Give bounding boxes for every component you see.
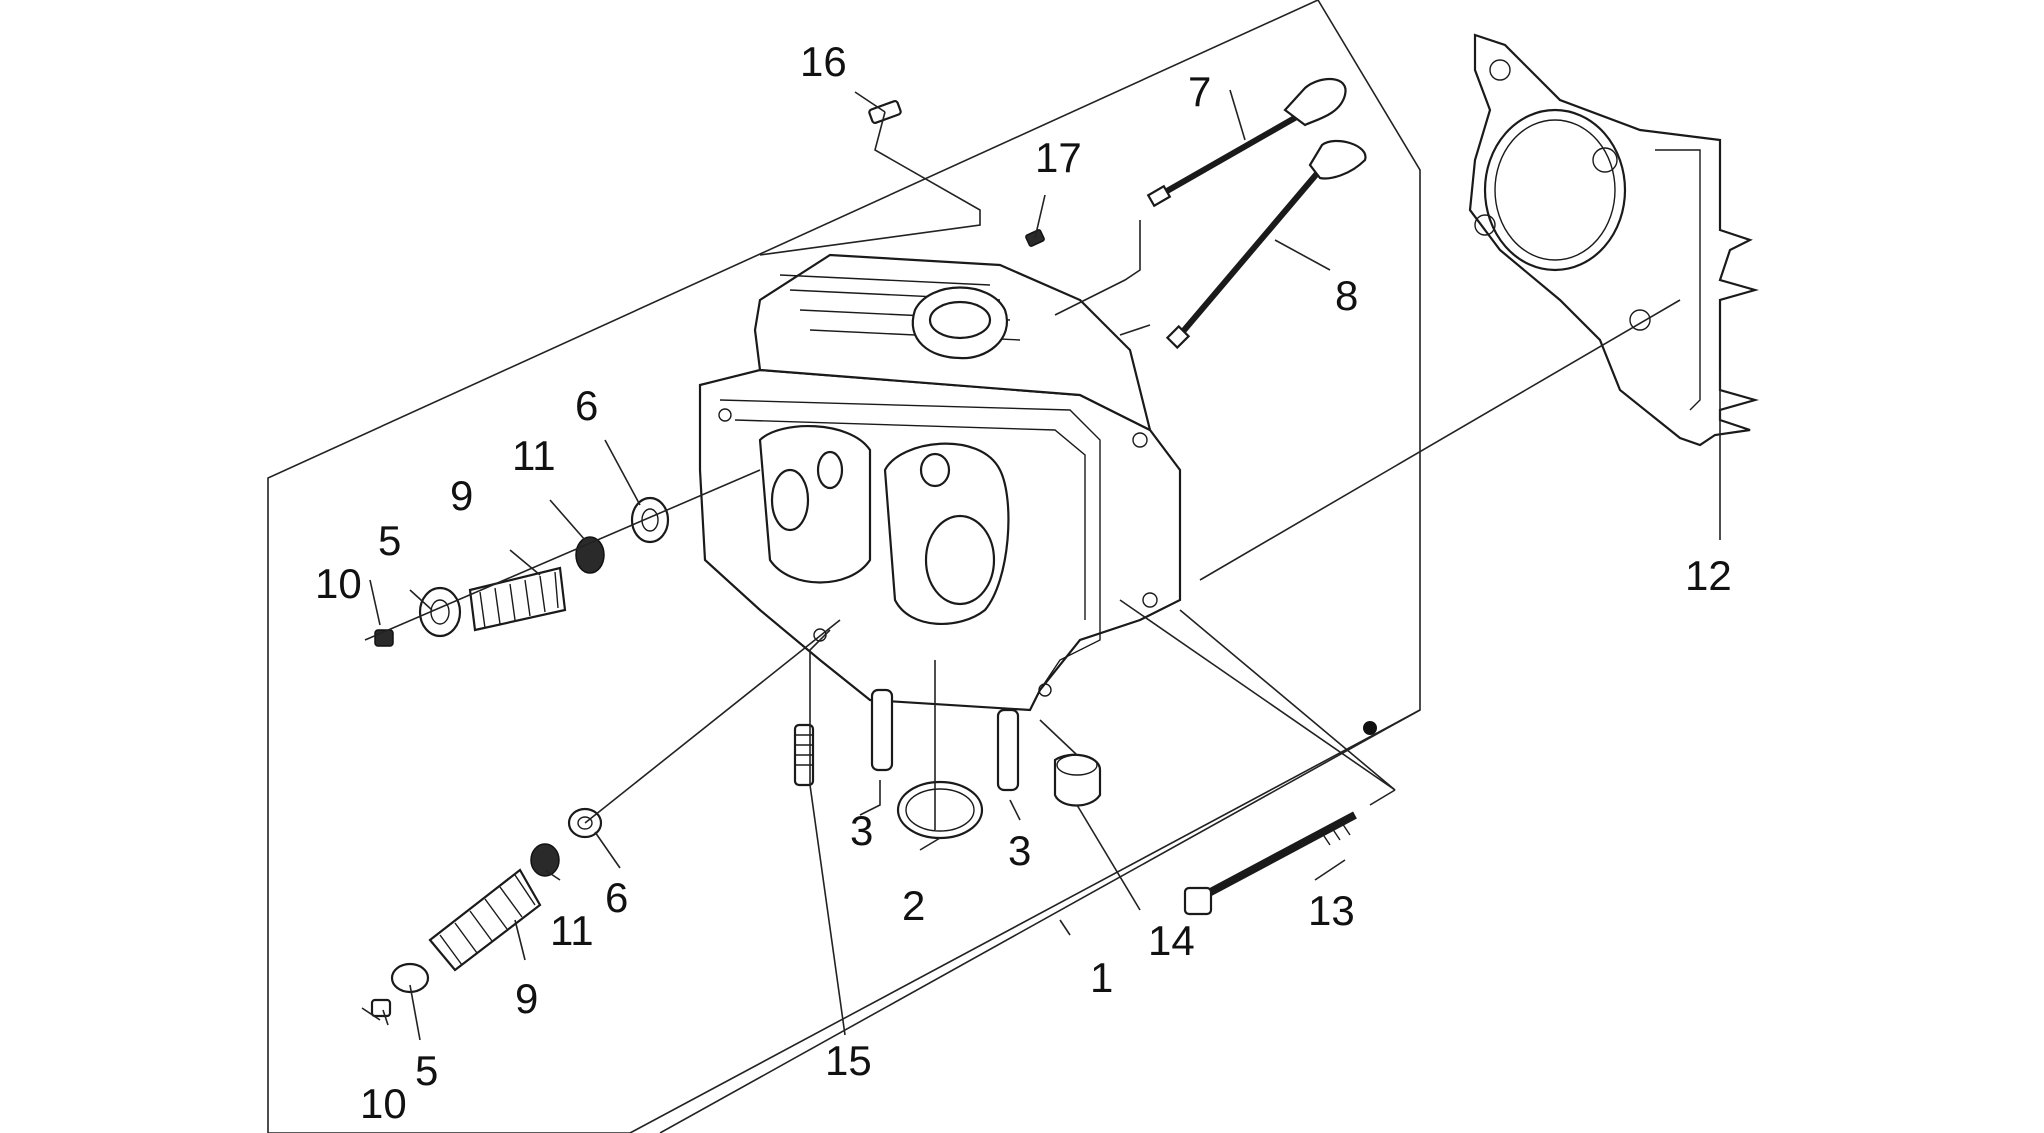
callout-2: 2 xyxy=(902,882,925,929)
upper-valve-train xyxy=(374,496,670,647)
intake-valve xyxy=(1165,140,1367,350)
callout-3-left: 3 xyxy=(850,807,873,854)
callout-6-lower: 6 xyxy=(605,874,628,921)
callout-12: 12 xyxy=(1685,552,1732,599)
exhaust-valve xyxy=(1146,77,1347,208)
callout-8: 8 xyxy=(1335,272,1358,319)
callout-5-lower: 5 xyxy=(415,1047,438,1094)
callout-10-upper: 10 xyxy=(315,560,362,607)
reference-dot xyxy=(1363,721,1377,735)
callout-10-lower: 10 xyxy=(360,1080,407,1127)
callout-5-upper: 5 xyxy=(378,517,401,564)
callout-9-lower: 9 xyxy=(515,975,538,1022)
callout-3-right: 3 xyxy=(1008,827,1031,874)
callout-11-upper: 11 xyxy=(512,432,556,479)
assembly-frame xyxy=(267,0,1421,1133)
callout-17: 17 xyxy=(1035,134,1082,181)
callout-14: 14 xyxy=(1148,917,1195,964)
callout-7: 7 xyxy=(1188,68,1211,115)
callout-1: 1 xyxy=(1090,954,1113,1001)
leader-lines xyxy=(361,89,1721,1133)
callout-labels: 16 17 7 8 12 6 11 9 5 10 3 3 2 14 13 1 1… xyxy=(315,38,1732,1127)
head-gasket xyxy=(1468,33,1760,447)
callout-16: 16 xyxy=(800,38,847,85)
callout-15: 15 xyxy=(825,1037,872,1084)
callout-11-lower: 11 xyxy=(550,907,594,954)
cylinder-head xyxy=(698,253,1182,712)
callout-6-upper: 6 xyxy=(575,382,598,429)
callout-9-upper: 9 xyxy=(450,472,473,519)
callout-13: 13 xyxy=(1308,887,1355,934)
